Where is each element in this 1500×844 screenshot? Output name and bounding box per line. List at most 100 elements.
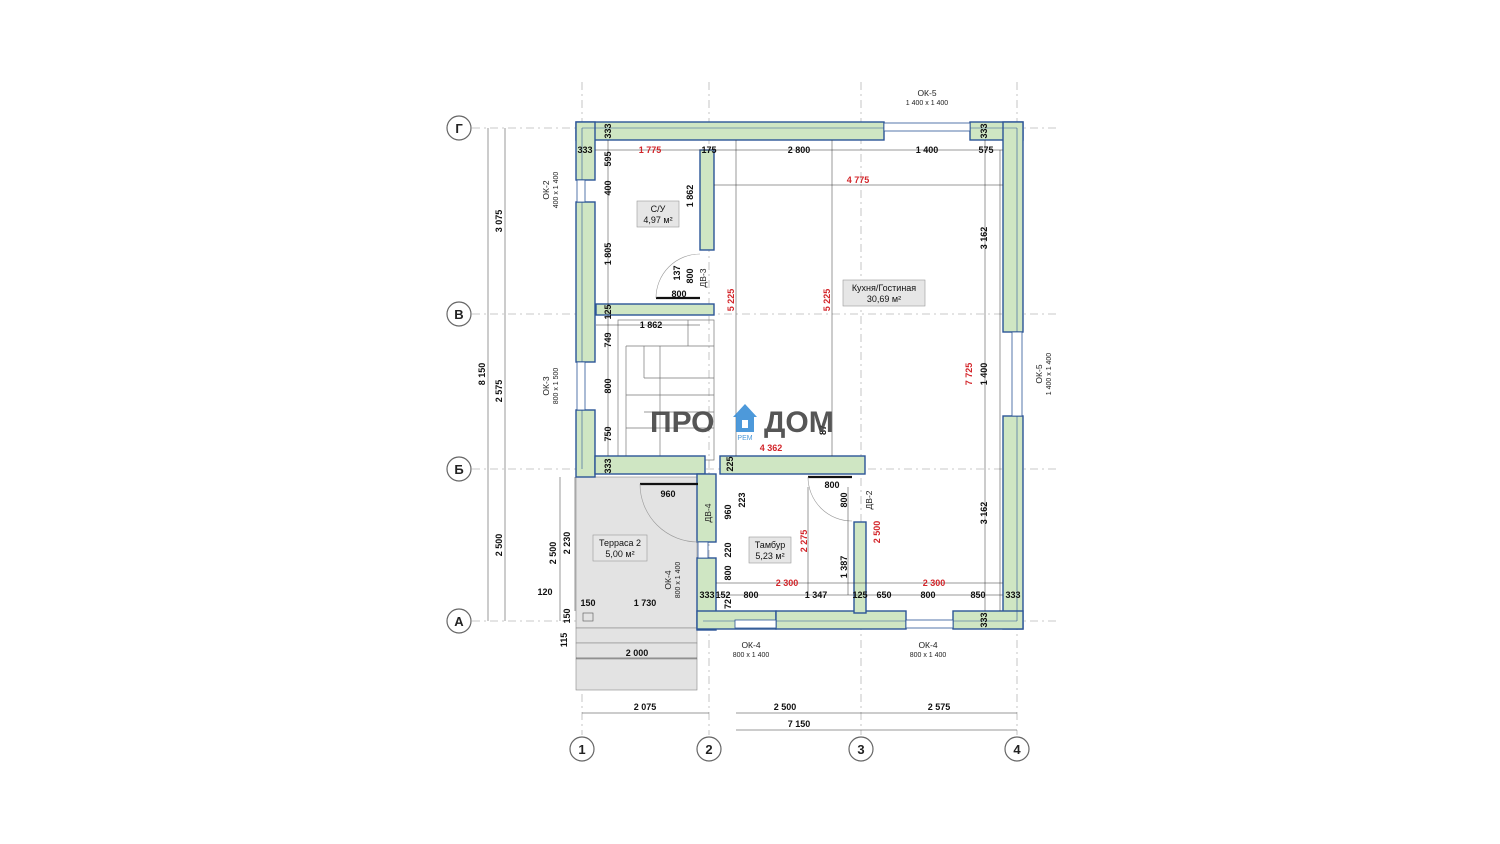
door-swings [639, 253, 853, 543]
dim-v-1805: 1 805 [603, 243, 613, 266]
logo-subtext: РЕМ [737, 435, 752, 442]
window-label-ok5-top: ОК-5 [917, 88, 936, 98]
dim-left-8150: 8 150 [477, 363, 487, 386]
dim-v-333-mid: 333 [603, 458, 613, 473]
dim-left-2500: 2 500 [494, 534, 504, 557]
dim-r-1400: 1 400 [979, 363, 989, 386]
door-label-dv2: ДВ-2 [864, 490, 874, 509]
dim-ter-115: 115 [559, 633, 569, 648]
dim-b-800b: 800 [920, 590, 935, 600]
dim-b-333: 333 [699, 590, 714, 600]
axis-label-g: Г [455, 121, 463, 136]
dim-bot-2075: 2 075 [634, 702, 657, 712]
dim-v-750: 750 [603, 426, 613, 441]
dim-ter-120: 120 [537, 587, 552, 597]
dim-r-333-bot: 333 [979, 612, 989, 627]
axis-label-v: В [454, 307, 463, 322]
axis-label-b: Б [454, 462, 463, 477]
windows [576, 122, 1023, 629]
window-size-ok4-a: 800 х 1 400 [733, 652, 770, 659]
dim-t-800v: 800 [723, 565, 733, 580]
logo: ПРО ДОМ РЕМ [650, 404, 834, 442]
dim-ter-2000: 2 000 [626, 648, 649, 658]
dim-red-2275: 2 275 [799, 530, 809, 553]
dim-ter-960: 960 [660, 489, 675, 499]
dim-t-223: 223 [737, 492, 747, 507]
dim-r-3162-bot: 3 162 [979, 502, 989, 525]
dim-b-650: 650 [876, 590, 891, 600]
dim-b-333r: 333 [1005, 590, 1020, 600]
window-size-ok4-b: 800 х 1 400 [910, 652, 947, 659]
axis-label-3: 3 [857, 742, 864, 757]
dimension-lines [487, 128, 1017, 731]
dim-b-1347: 1 347 [805, 590, 828, 600]
terrace-steps [575, 627, 698, 691]
dim-t-960: 960 [723, 504, 733, 519]
dim-su-1862: 1 862 [685, 185, 695, 208]
window-label-ok3: ОК-3 [541, 376, 551, 395]
dim-bot-7150: 7 150 [788, 719, 811, 729]
dim-b-125: 125 [852, 590, 867, 600]
axis-label-1: 1 [578, 742, 585, 757]
dim-su-800h: 800 [671, 289, 686, 299]
dim-t-87: 87 [818, 425, 828, 435]
dim-red-5225a: 5 225 [726, 289, 736, 312]
dim-red-2500: 2 500 [872, 521, 882, 544]
axis-bubbles [446, 115, 1030, 762]
dim-v-333-top: 333 [603, 123, 613, 138]
dim-top-575: 575 [978, 145, 993, 155]
dim-su-137: 137 [672, 265, 682, 280]
dim-top-175: 175 [701, 145, 716, 155]
window-size-ok3: 800 х 1 500 [553, 368, 560, 405]
window-label-ok4-b: ОК-4 [918, 640, 937, 650]
terrace-drain [582, 612, 594, 622]
dim-t-72: 72 [723, 599, 733, 609]
walls [575, 121, 1024, 631]
dim-red-2300b: 2 300 [923, 578, 946, 588]
window-size-ok5-right: 1 400 х 1 400 [1046, 353, 1053, 396]
dim-stair-1862: 1 862 [640, 320, 663, 330]
dim-red-4362: 4 362 [760, 443, 783, 453]
dim-v-125: 125 [603, 304, 613, 319]
house-window-icon [742, 420, 748, 428]
dim-ter-2230: 2 230 [562, 532, 572, 555]
room-area-vestibule: 5,23 м² [755, 551, 784, 561]
room-area-kitchen: 30,69 м² [867, 294, 901, 304]
house-icon [733, 404, 757, 432]
room-label-boxes [592, 200, 926, 564]
dim-su-800v: 800 [685, 268, 695, 283]
dim-v-400: 400 [603, 180, 613, 195]
room-name-terrace: Терраса 2 [599, 538, 641, 548]
room-name-su: С/У [651, 204, 666, 214]
dim-v-800: 800 [603, 378, 613, 393]
dim-b-850: 850 [970, 590, 985, 600]
dim-t-1387: 1 387 [839, 556, 849, 579]
room-area-su: 4,97 м² [643, 215, 672, 225]
dim-bot-2500: 2 500 [774, 702, 797, 712]
dim-ter-150a: 150 [580, 598, 595, 608]
dim-red-4775: 4 775 [847, 175, 870, 185]
logo-text-right: ДОМ [764, 406, 834, 439]
dim-t-800h: 800 [824, 480, 839, 490]
door-label-dv3: ДВ-3 [698, 268, 708, 287]
dim-left-3075: 3 075 [494, 210, 504, 233]
room-name-kitchen: Кухня/Гостиная [852, 283, 916, 293]
staircase [617, 319, 715, 461]
door-label-dv4: ДВ-4 [703, 503, 713, 522]
dim-r-3162-top: 3 162 [979, 227, 989, 250]
dim-top-2800: 2 800 [788, 145, 811, 155]
dim-red-1775: 1 775 [639, 145, 662, 155]
window-label-ok2: ОК-2 [541, 180, 551, 199]
dim-red-5225b: 5 225 [822, 289, 832, 312]
window-label-ok4-a: ОК-4 [741, 640, 760, 650]
doors [640, 296, 852, 486]
dim-b-800: 800 [743, 590, 758, 600]
room-area-terrace: 5,00 м² [605, 549, 634, 559]
dim-t-225: 225 [725, 456, 735, 471]
dim-ter-150b: 150 [562, 608, 572, 623]
dim-top-1400: 1 400 [916, 145, 939, 155]
window-size-ok5-top: 1 400 х 1 400 [906, 100, 949, 107]
window-label-ok4-terrace: ОК-4 [663, 570, 673, 589]
dim-ter-1730: 1 730 [634, 598, 657, 608]
